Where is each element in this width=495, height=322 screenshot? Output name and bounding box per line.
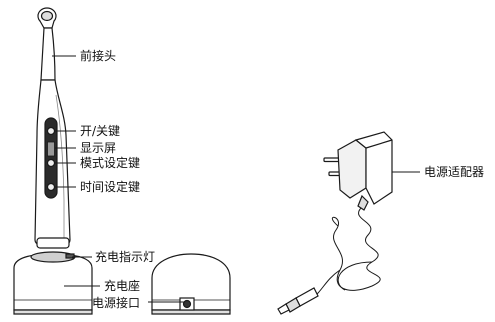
power-adapter: [323, 131, 393, 211]
handpiece-tip-head: [37, 7, 57, 29]
display-screen: [47, 141, 55, 157]
label-front-connector: 前接头: [80, 49, 117, 63]
handpiece-bottom-cap: [36, 237, 70, 249]
label-charge-indicator: 充电指示灯: [95, 250, 156, 264]
handpiece-neck: [40, 27, 56, 81]
control-panel: [44, 117, 58, 199]
label-charging-base: 充电座: [104, 279, 141, 293]
label-mode-key: 模式设定键: [80, 156, 141, 170]
charging-base-left: [13, 251, 93, 315]
charge-indicator-light: [65, 253, 75, 259]
callout-lines: [52, 55, 420, 303]
power-switch-button: [46, 126, 56, 136]
label-display: 显示屏: [80, 141, 117, 155]
label-time-key: 时间设定键: [80, 180, 141, 194]
label-power-port: 电源接口: [92, 296, 141, 310]
label-power-adapter: 电源适配器: [424, 165, 485, 179]
dc-plug: [277, 287, 319, 315]
label-power-switch: 开/关键: [80, 124, 121, 138]
mode-key-button: [46, 158, 56, 168]
handpiece: [34, 7, 71, 249]
time-key-button: [46, 182, 56, 192]
adapter-cable: [311, 207, 381, 299]
adapter-prong-top: [323, 157, 341, 163]
charging-base-right: [151, 253, 231, 315]
